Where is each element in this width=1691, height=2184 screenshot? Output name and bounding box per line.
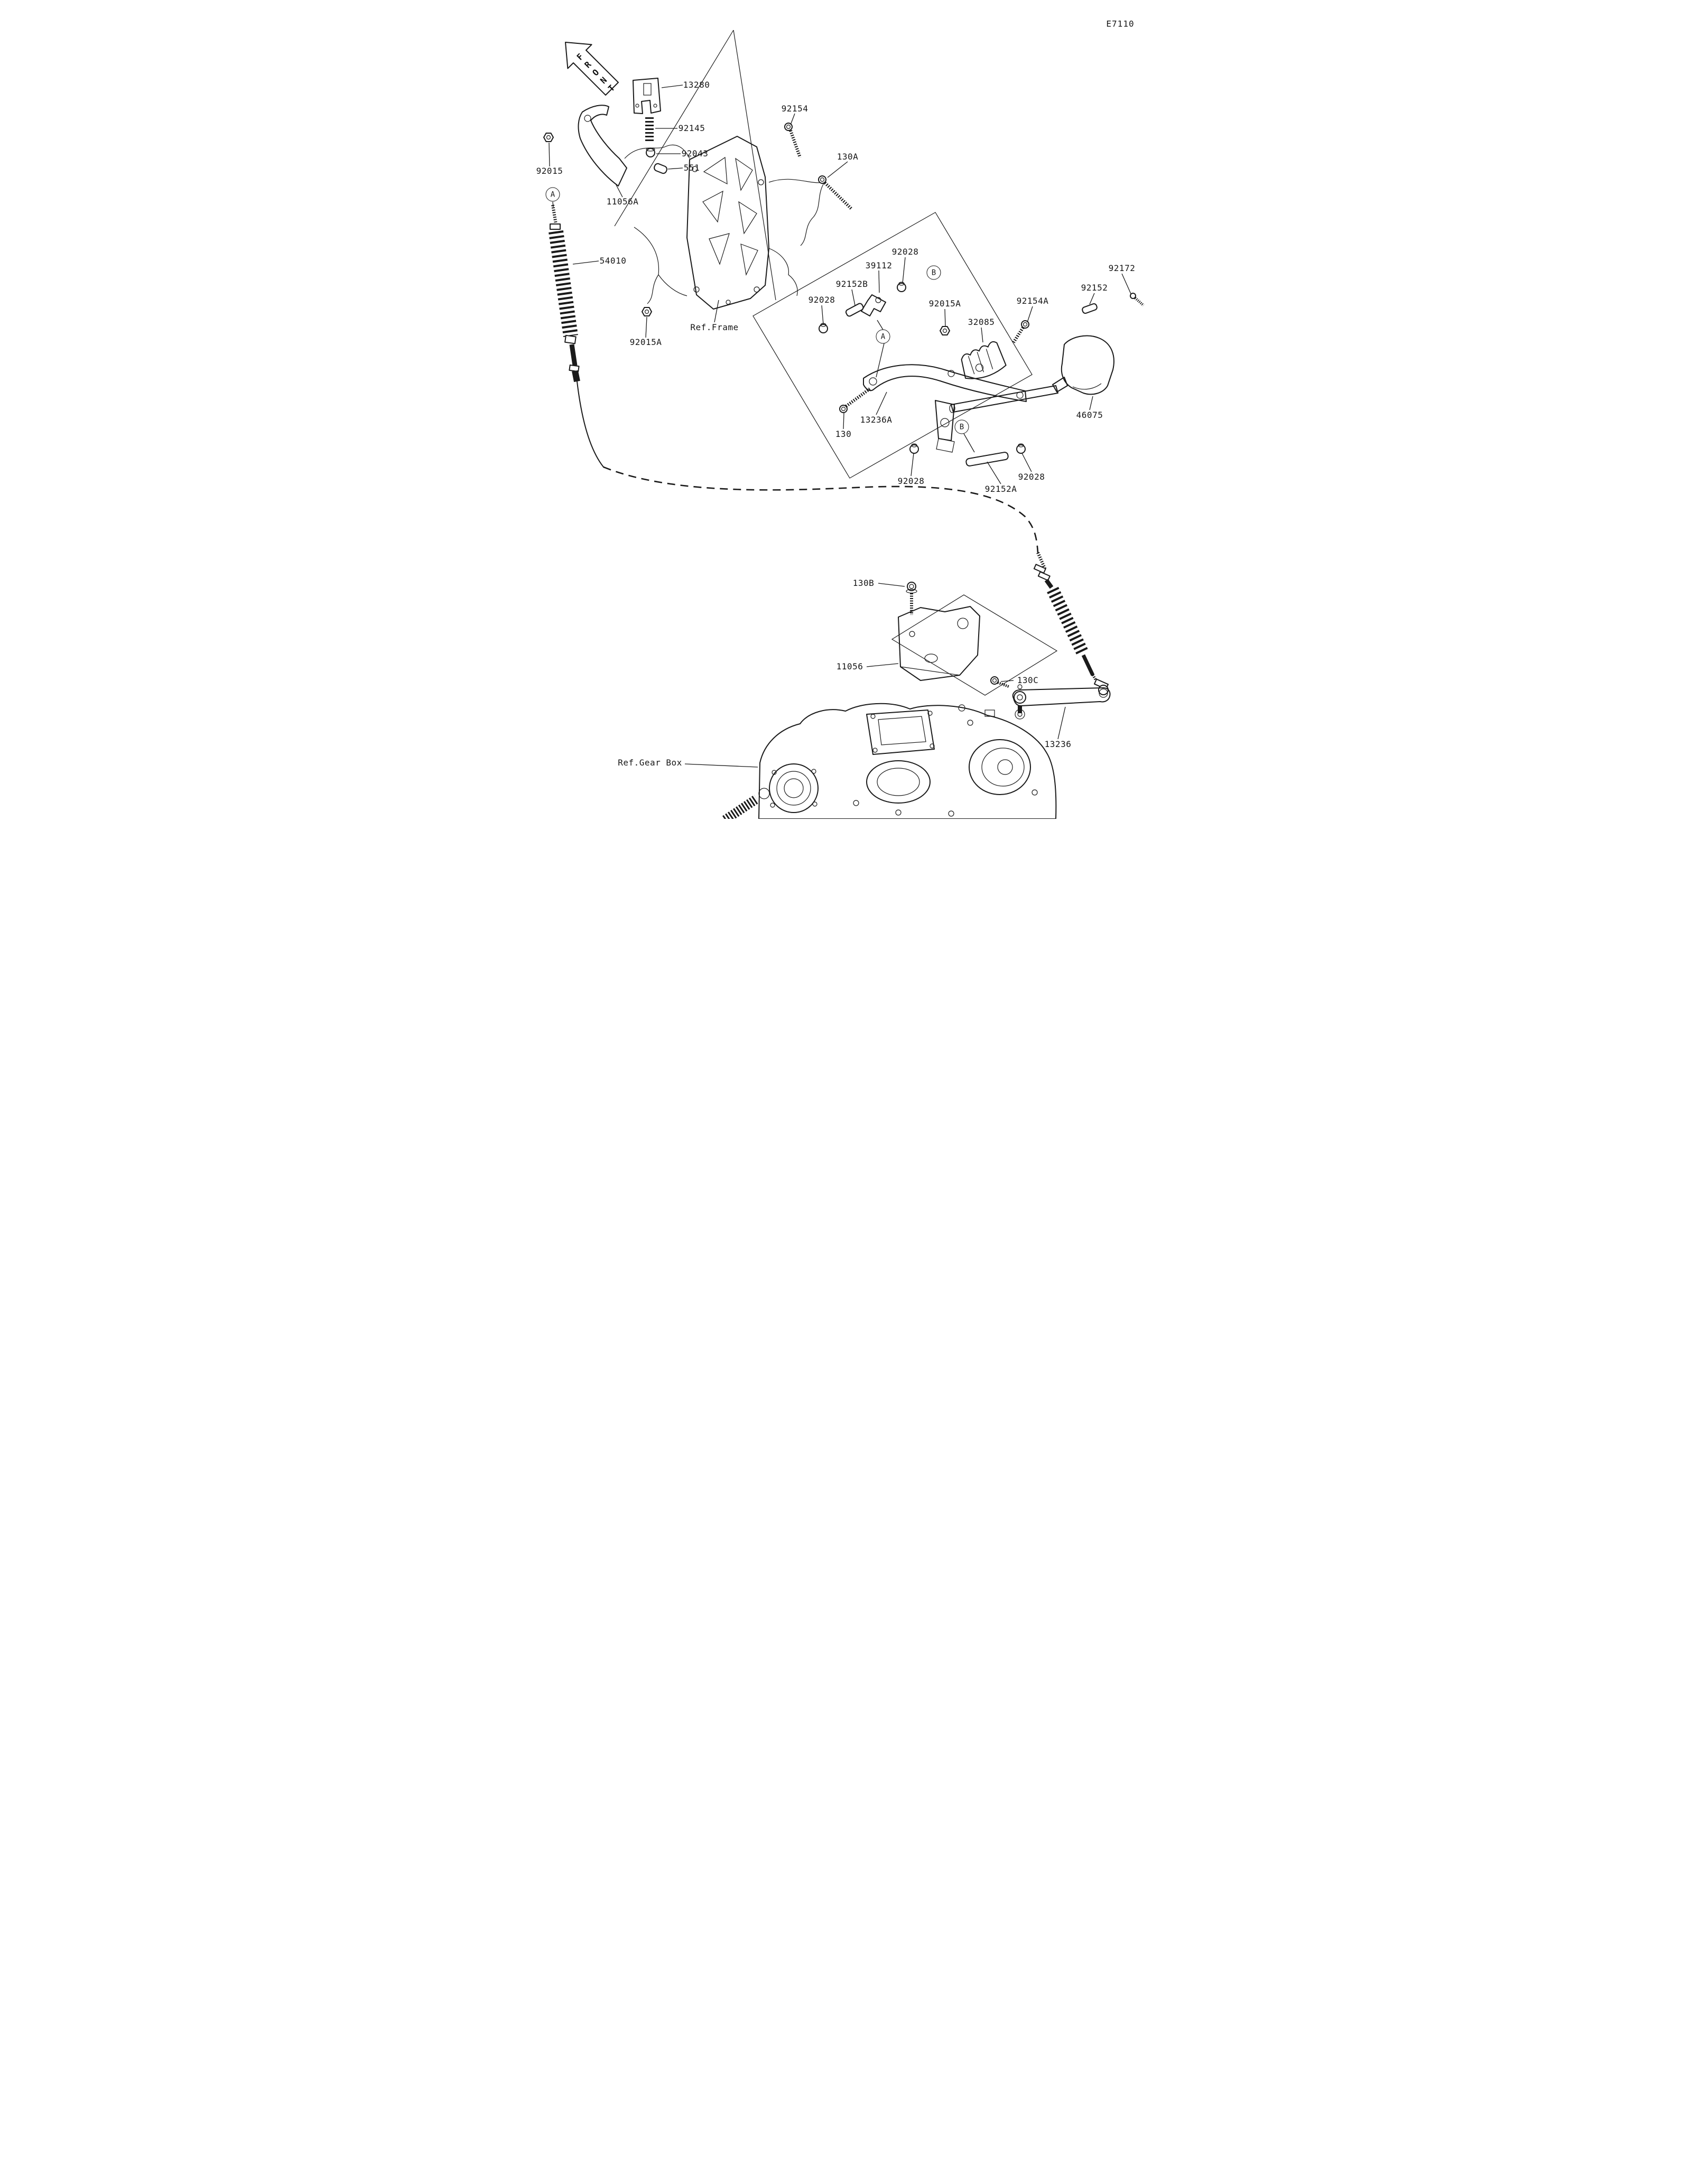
bolt-130-art (839, 387, 871, 413)
part-label-130B: 130B (852, 578, 875, 588)
part-label-11056A: 11056A (606, 197, 639, 207)
part-label-92152A: 92152A (984, 484, 1017, 494)
part-label-13236: 13236 (1044, 739, 1072, 749)
bolt-92154-art (784, 123, 802, 158)
part-label-39112: 39112 (865, 260, 893, 270)
part-label-92154: 92154 (781, 104, 809, 114)
callout-b-upper: B (926, 265, 941, 280)
lever-13236-art (1012, 684, 1111, 713)
nut-92015-art (543, 133, 554, 142)
bolt-92154A-art (1012, 320, 1029, 343)
spacer-92152B-art (845, 303, 864, 317)
screw-130C-art (990, 676, 1010, 688)
part-label-92028-mid-left: 92028 (808, 295, 835, 305)
part-label-92028-top: 92028 (891, 247, 919, 257)
front-arrow-icon (565, 42, 619, 96)
part-label-130C: 130C (1017, 675, 1039, 685)
part-label-13236A: 13236A (860, 415, 893, 425)
part-label-92043: 92043 (681, 148, 709, 158)
ref-frame-label: Ref.Frame (690, 322, 739, 332)
page-code: E7110 (1106, 18, 1135, 29)
part-label-32085: 32085 (968, 317, 995, 327)
bracket-11056-art (898, 606, 980, 681)
diagram-art (543, 30, 1145, 819)
washer-92028-mid-left-art (819, 323, 828, 333)
leader-lines (549, 85, 1131, 768)
part-label-130A: 130A (837, 152, 859, 162)
callout-a-upper: A (545, 187, 560, 202)
part-label-92145: 92145 (678, 123, 705, 133)
washer-92028-bottom-left-art (909, 443, 919, 454)
nut-92015A-right-art (940, 326, 950, 335)
part-label-54010: 54010 (599, 256, 627, 266)
part-label-92015A-left: 92015A (629, 337, 662, 347)
bracket-13236A-art (863, 364, 1027, 453)
part-label-92028-bottom-left: 92028 (897, 476, 925, 486)
spacer-92152-art (1082, 303, 1098, 314)
spacer-92152A-art (965, 452, 1009, 466)
nut-92015A-left-art (642, 307, 652, 316)
shift-rod-art (949, 385, 1058, 413)
bracket-13280-art (633, 78, 661, 114)
cable-54010-art (549, 204, 1039, 553)
frame-plate-art (624, 136, 825, 310)
part-label-13280: 13280 (683, 80, 710, 90)
screw-92172-art (1130, 293, 1145, 306)
ref-gear-box-label: Ref.Gear Box (618, 758, 682, 768)
lever-32085-art (961, 341, 1007, 379)
part-label-92152B: 92152B (835, 279, 868, 289)
bushing-92043-art (646, 147, 655, 157)
cable-lower-end-art (1033, 552, 1109, 695)
part-label-92015A-right: 92015A (928, 298, 961, 309)
gear-box-art (722, 703, 1057, 819)
elbow-39112-art (861, 294, 886, 316)
pin-551-art (654, 163, 667, 174)
part-label-11056: 11056 (836, 661, 863, 671)
callout-a-center: A (876, 329, 890, 344)
lever-11056A-art (578, 105, 627, 186)
part-label-130: 130 (835, 429, 852, 439)
part-label-46075: 46075 (1076, 410, 1103, 420)
parts-diagram-page: E7110 FRONT A B A B 13280 92145 92043 55… (528, 0, 1163, 819)
bolt-130A-art (818, 175, 853, 211)
part-label-92172: 92172 (1108, 263, 1136, 273)
part-label-92028-bottom-right: 92028 (1018, 472, 1045, 482)
washer-92028-top-art (897, 282, 906, 292)
knob-46075-art (1052, 335, 1114, 395)
washer-92028-bottom-right-art (1016, 443, 1026, 454)
part-label-551: 551 (683, 163, 700, 173)
part-label-92152: 92152 (1081, 283, 1108, 293)
part-label-92154A: 92154A (1016, 296, 1049, 306)
part-label-92015: 92015 (536, 166, 563, 176)
callout-b-lower: B (954, 419, 969, 434)
bolt-130B-art (906, 582, 917, 615)
